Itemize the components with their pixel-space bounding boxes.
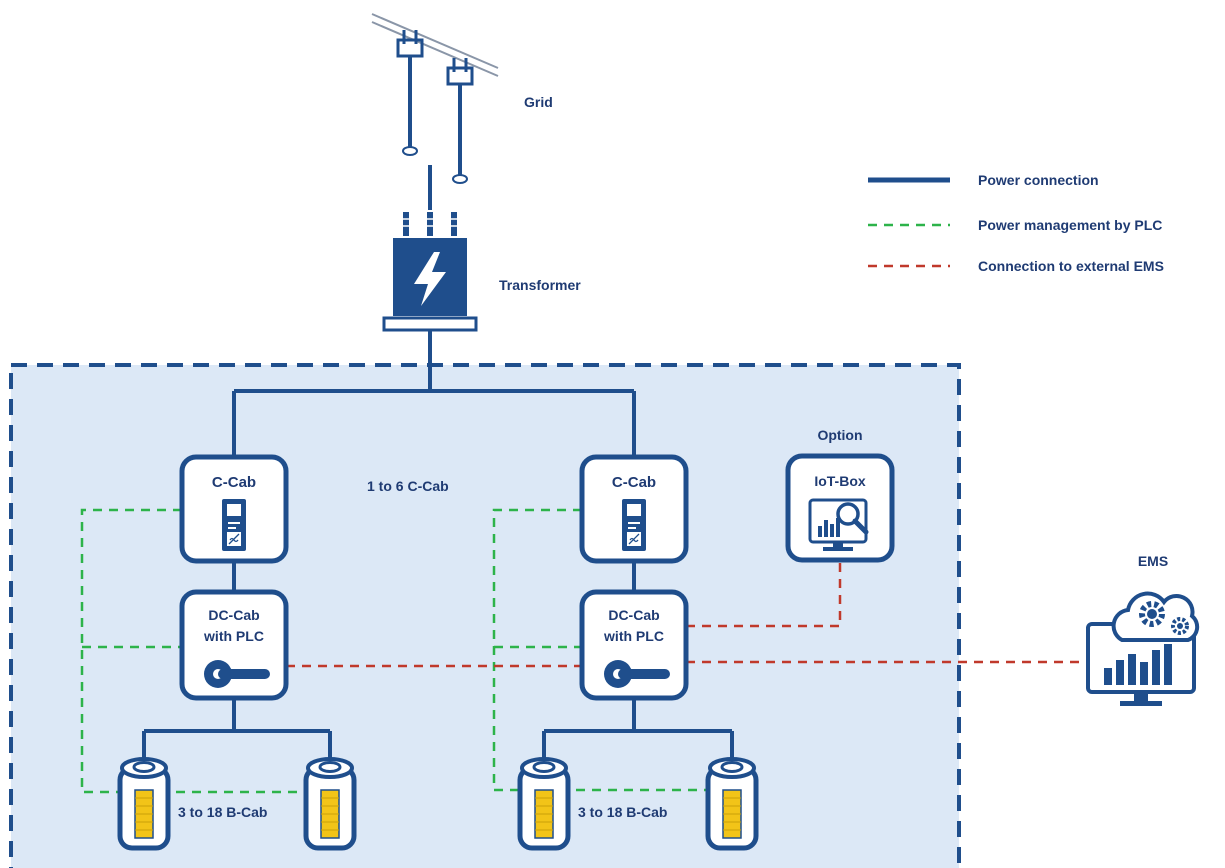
dc-cab-left: [179, 589, 289, 701]
c-cab-right-label: C-Cab: [612, 474, 656, 491]
ems-cloud-gears-icon: [1086, 591, 1200, 706]
c-cab-left-label: C-Cab: [212, 474, 256, 491]
dc-cab-right: [579, 589, 689, 701]
legend: Power connection Power management by PLC…: [868, 172, 1164, 274]
grid-pylon-icon: [371, 13, 499, 184]
dc-cab-left-label-1: DC-Cab: [208, 607, 259, 623]
c-cab-right: [579, 454, 689, 564]
ems-label: EMS: [1138, 553, 1168, 569]
battery-icon: [708, 759, 756, 848]
dc-cab-left-label-2: with PLC: [203, 628, 264, 644]
grid-label: Grid: [524, 94, 553, 110]
battery-icon: [520, 759, 568, 848]
inverter-icon: [221, 498, 247, 552]
monitor-search-icon: [808, 498, 869, 551]
c-cab-count-label: 1 to 6 C-Cab: [367, 478, 449, 494]
inverter-icon: [621, 498, 647, 552]
transformer-icon: [382, 212, 478, 332]
legend-label-power: Power connection: [978, 172, 1099, 188]
dc-cab-right-label-1: DC-Cab: [608, 607, 659, 623]
dc-cab-right-label-2: with PLC: [603, 628, 664, 644]
iot-box-label: IoT-Box: [814, 473, 866, 489]
battery-icon: [306, 759, 354, 848]
legend-label-plc: Power management by PLC: [978, 217, 1162, 233]
power-bus: [142, 330, 734, 760]
b-cab-count-left: 3 to 18 B-Cab: [178, 804, 267, 820]
option-label: Option: [817, 427, 862, 443]
battery-icon: [120, 759, 168, 848]
c-cab-left: [179, 454, 289, 564]
transformer-label: Transformer: [499, 277, 581, 293]
b-cab-count-right: 3 to 18 B-Cab: [578, 804, 667, 820]
ems-lines: [286, 560, 1088, 668]
legend-label-ems: Connection to external EMS: [978, 258, 1164, 274]
